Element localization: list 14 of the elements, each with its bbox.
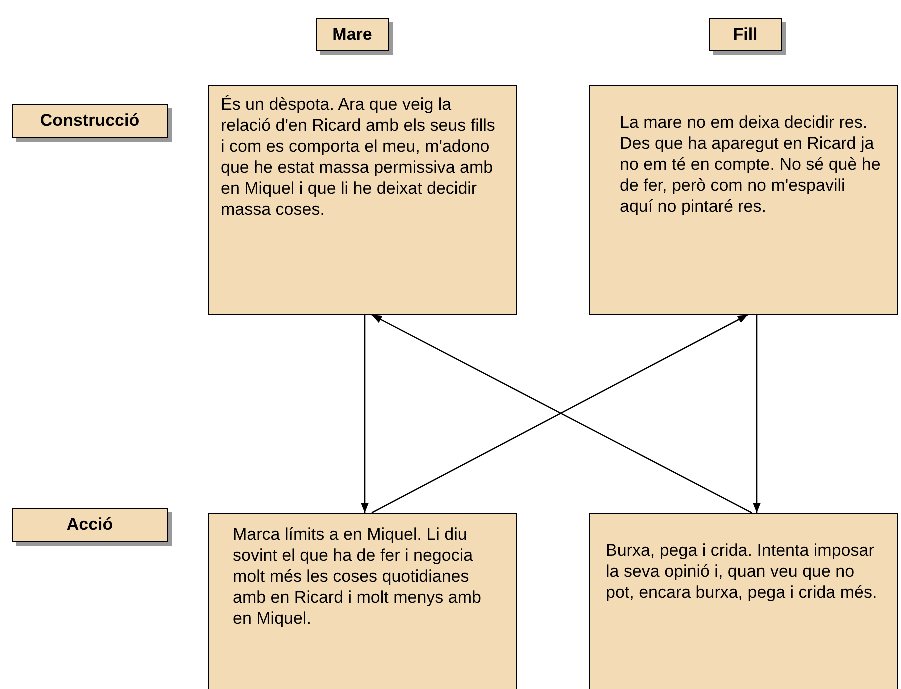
header-text: Mare (332, 24, 372, 44)
text-box (208, 85, 517, 315)
description-text: La mare no em deixa decidir res. Des que ha aparegut en Ricard ja no em té en compte. No sé què he de fer, però com no m'espavili aquí no pintaré res. (620, 112, 882, 217)
header-text: Acció (66, 515, 114, 535)
description-text: Burxa, pega i crida. Intenta imposar la seva opinió i, quan veu que no pot, encara burxa, pega i crida més. (606, 540, 878, 603)
description-text: Marca límits a en Miquel. Li diu sovint el que ha de fer i negocia molt més les coses quotidianes amb en Ricard i molt menys amb en Miquel. (233, 524, 482, 629)
header-text: Fill (733, 24, 758, 44)
text-box (589, 513, 898, 689)
arrow (753, 315, 761, 513)
arrow (361, 315, 369, 513)
text-box (208, 513, 517, 689)
header-text: Construcció (40, 111, 140, 131)
text-box (589, 85, 898, 315)
description-text: És un dèspota. Ara que veig la relació d'en Ricard amb els seus fills i com es comporta el meu, m'adono que he estat massa permissiva amb en Miquel i que li he deixat decidir massa coses. (221, 94, 496, 220)
